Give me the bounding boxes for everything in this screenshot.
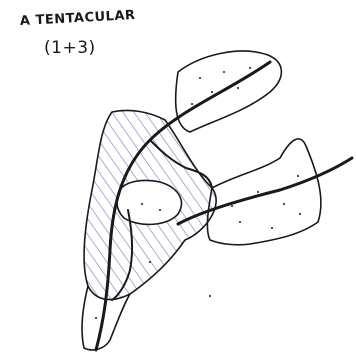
title-label: A TENTACULAR [20,8,136,29]
subtitle-label: (1+3) [44,38,96,58]
sketch-title: A TENTACULAR (1+3) [20,8,220,68]
right-lobe-outline [207,139,321,245]
inner-oval [117,181,182,225]
